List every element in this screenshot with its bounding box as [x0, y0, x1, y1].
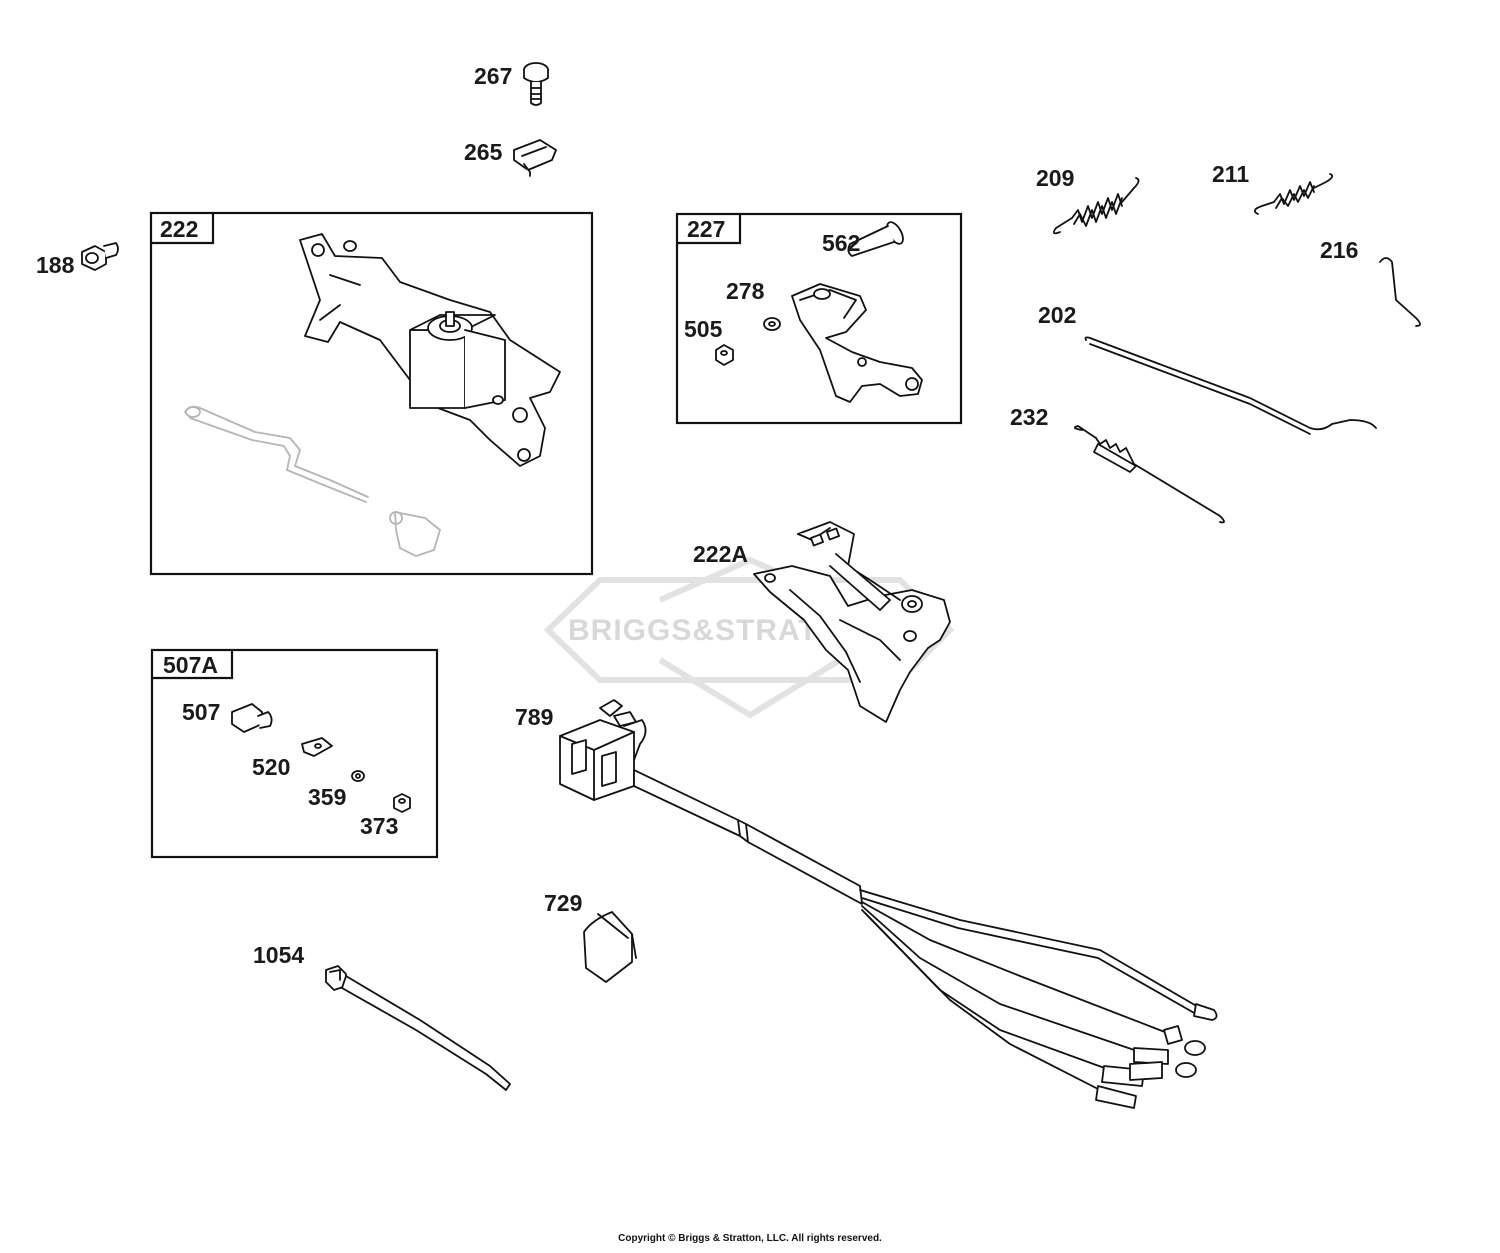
label-1054: 1054 [253, 942, 304, 968]
part-222-ghost-linkage [184, 405, 442, 557]
part-222A-control-plate[interactable]: 222A [693, 521, 951, 723]
part-202-rod[interactable]: 202 [1038, 302, 1377, 435]
box-507A: 507A 507 520 359 373 [150, 648, 439, 859]
box-227-title: 227 [687, 216, 725, 242]
part-211-spring[interactable]: 211 [1212, 161, 1334, 215]
part-265-clip[interactable]: 265 [464, 139, 557, 177]
part-373-nut[interactable]: 373 [360, 793, 411, 839]
part-562-pin[interactable]: 562 [822, 220, 906, 257]
label-209: 209 [1036, 165, 1074, 191]
label-562: 562 [822, 230, 860, 256]
label-188: 188 [36, 252, 75, 278]
part-520-bracket[interactable]: 520 [252, 737, 333, 780]
label-232: 232 [1010, 404, 1048, 430]
label-359: 359 [308, 784, 346, 810]
part-1054-cable-tie[interactable]: 1054 [253, 942, 511, 1091]
box-507A-title: 507A [163, 652, 218, 678]
label-520: 520 [252, 754, 290, 780]
part-267-bolt[interactable]: 267 [474, 62, 549, 106]
label-265: 265 [464, 139, 503, 165]
label-211: 211 [1212, 161, 1249, 187]
part-188-bolt[interactable]: 188 [36, 242, 119, 278]
label-222A: 222A [693, 541, 748, 567]
part-729-cover[interactable]: 729 [544, 890, 637, 983]
label-789: 789 [515, 704, 553, 730]
box-227: 227 562 278 505 [675, 212, 963, 425]
copyright-notice: Copyright © Briggs & Stratton, LLC. All … [618, 1233, 882, 1244]
box-222: 222 [149, 211, 594, 576]
part-209-spring[interactable]: 209 [1036, 165, 1140, 235]
box-222-title: 222 [160, 216, 198, 242]
label-202: 202 [1038, 302, 1076, 328]
label-507: 507 [182, 699, 220, 725]
part-359-washer[interactable]: 359 [308, 770, 365, 810]
label-505: 505 [684, 316, 723, 342]
part-216-rod[interactable]: 216 [1320, 237, 1421, 327]
part-227-brake-lever[interactable] [791, 283, 923, 403]
part-505-nut[interactable]: 505 [684, 316, 734, 366]
label-267: 267 [474, 63, 512, 89]
part-789-wire-harness[interactable]: 789 [515, 699, 1218, 1109]
part-222-control-bracket[interactable] [299, 233, 561, 467]
part-278-washer[interactable]: 278 [726, 278, 781, 331]
part-232-spring[interactable]: 232 [1010, 404, 1225, 524]
part-507-switch[interactable]: 507 [182, 699, 273, 733]
label-278: 278 [726, 278, 765, 304]
label-216: 216 [1320, 237, 1358, 263]
label-373: 373 [360, 813, 398, 839]
label-729: 729 [544, 890, 582, 916]
